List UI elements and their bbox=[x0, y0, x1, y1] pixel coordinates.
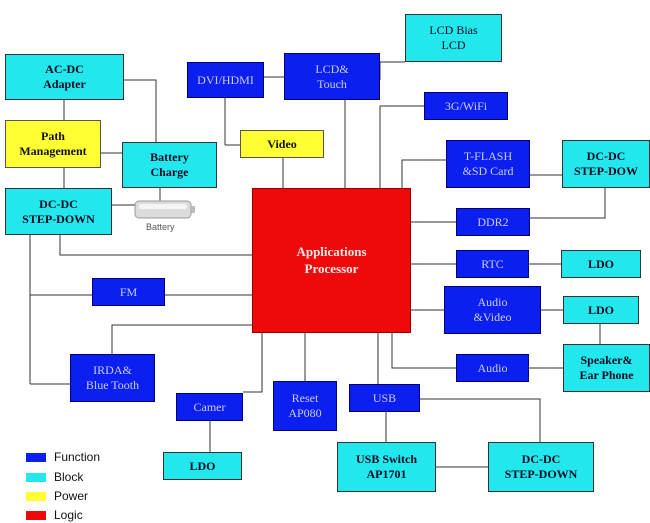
dc-dc-step-down-right-block: DC-DC STEP-DOW bbox=[562, 140, 650, 188]
video-block: Video bbox=[240, 130, 324, 158]
wire-dcdc-proc bbox=[59, 235, 252, 256]
wire-usb-dcdc bbox=[420, 398, 541, 442]
legend-item-function: Function bbox=[26, 450, 100, 464]
speaker-ear-phone-block: Speaker& Ear Phone bbox=[563, 344, 650, 392]
legend-item-block: Block bbox=[26, 470, 83, 484]
battery-label: Battery bbox=[146, 222, 175, 232]
dc-dc-step-down-left-block: DC-DC STEP-DOWN bbox=[5, 188, 112, 235]
wire-tflash-proc bbox=[401, 159, 446, 188]
ldo-audio-video-block: LDO bbox=[563, 296, 639, 324]
usb-block: USB bbox=[349, 384, 420, 412]
irda-bluetooth-block: IRDA& Blue Tooth bbox=[70, 354, 155, 402]
legend-item-logic: Logic bbox=[26, 508, 83, 522]
t-flash-sd-card-block: T-FLASH &SD Card bbox=[446, 140, 530, 188]
legend-swatch-power bbox=[26, 491, 46, 501]
legend-label-logic: Logic bbox=[54, 508, 83, 522]
legend-label-block: Block bbox=[54, 470, 84, 484]
legend-item-power: Power bbox=[26, 489, 88, 503]
reset-ap080-block: Reset AP080 bbox=[273, 381, 337, 431]
audio-block: Audio bbox=[456, 354, 529, 382]
wire-wifi-proc bbox=[379, 105, 424, 188]
audio-video-block: Audio &Video bbox=[444, 286, 541, 334]
applications-processor-block: Applications Processor bbox=[252, 188, 411, 333]
path-management-block: Path Management bbox=[5, 120, 101, 168]
lcd-touch-block: LCD& Touch bbox=[284, 53, 380, 100]
wire-ddr2-dcdc bbox=[530, 188, 606, 219]
camera-block: Camer bbox=[176, 393, 243, 421]
wire-camera-proc bbox=[243, 333, 263, 393]
wire-audio-proc bbox=[391, 333, 456, 369]
ddr2-block: DDR2 bbox=[456, 208, 530, 236]
legend-swatch-block bbox=[26, 472, 46, 482]
legend-label-function: Function bbox=[54, 450, 101, 464]
3g-wifi-block: 3G/WiFi bbox=[424, 92, 508, 120]
ldo-camera-block: LDO bbox=[163, 452, 242, 480]
legend-swatch-logic bbox=[26, 510, 46, 520]
battery-icon bbox=[134, 200, 195, 219]
legend-swatch-function bbox=[26, 452, 46, 462]
battery-charge-block: Battery Charge bbox=[122, 142, 217, 188]
dc-dc-step-down-bottom-block: DC-DC STEP-DOWN bbox=[488, 442, 594, 492]
ac-dc-adapter-block: AC-DC Adapter bbox=[5, 54, 124, 100]
dvi-hdmi-block: DVI/HDMI bbox=[187, 62, 264, 98]
ldo-rtc-block: LDO bbox=[561, 250, 641, 278]
wire-irda-proc bbox=[111, 324, 252, 354]
legend-label-power: Power bbox=[54, 489, 89, 503]
usb-switch-ap1701-block: USB Switch AP1701 bbox=[337, 442, 436, 492]
lcd-bias-block: LCD Bias LCD bbox=[405, 14, 502, 62]
fm-block: FM bbox=[92, 278, 165, 306]
rtc-block: RTC bbox=[456, 250, 529, 278]
wire-lcd-bias bbox=[379, 61, 405, 80]
wire-acdc-battery bbox=[124, 79, 157, 142]
